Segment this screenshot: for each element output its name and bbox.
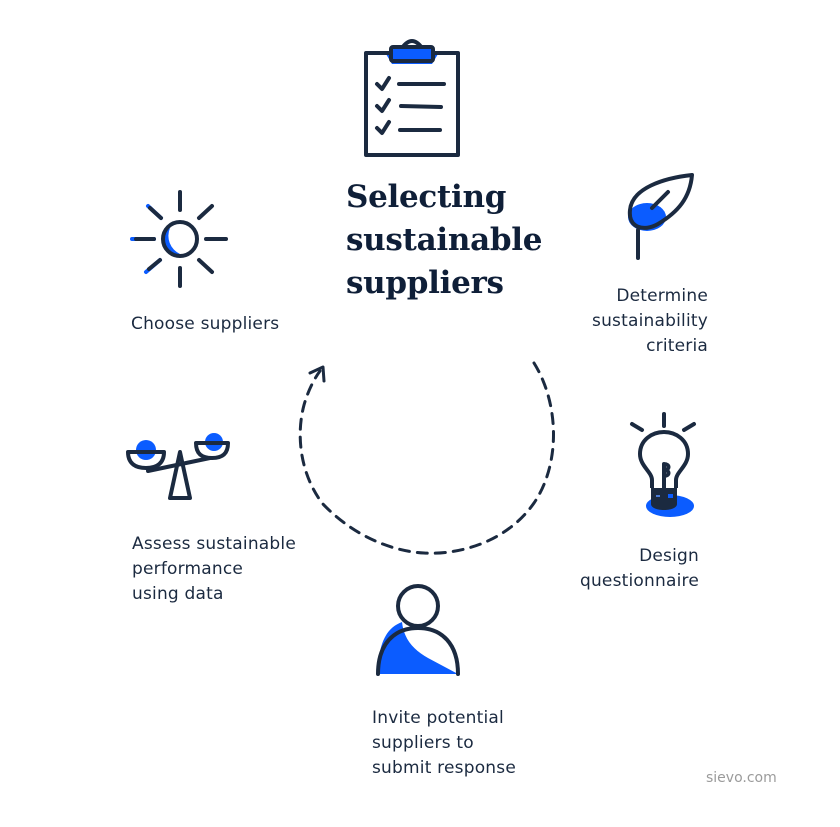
title-line: Selecting xyxy=(346,179,507,215)
step-label: sustainability xyxy=(592,311,708,331)
step-determine-criteria: Determine sustainability criteria xyxy=(560,284,708,359)
clipboard-checklist-icon xyxy=(364,39,460,157)
step-label: Assess sustainable xyxy=(132,534,296,554)
step-design-questionnaire: Design questionnaire xyxy=(540,544,699,594)
step-label: Choose suppliers xyxy=(131,314,280,334)
step-label: suppliers to xyxy=(372,733,474,753)
step-label: Invite potential xyxy=(372,708,504,728)
step-label: Determine xyxy=(616,286,708,306)
cycle-arrow-icon xyxy=(298,361,555,555)
step-label: performance xyxy=(132,559,244,579)
step-label: questionnaire xyxy=(579,571,699,591)
page-title: Selecting sustainable suppliers xyxy=(346,176,542,305)
title-line: sustainable xyxy=(346,222,543,258)
step-label: using data xyxy=(132,584,224,604)
step-label: criteria xyxy=(646,336,708,356)
leaf-icon xyxy=(627,173,694,260)
step-label: submit response xyxy=(372,758,516,778)
title-line: suppliers xyxy=(346,265,504,301)
lightbulb-icon xyxy=(630,412,696,517)
footer-brand: sievo.com xyxy=(706,770,777,786)
sun-icon xyxy=(130,190,228,288)
scale-icon xyxy=(126,433,230,500)
step-assess-performance: Assess sustainable performance using dat… xyxy=(132,532,296,607)
step-choose-suppliers: Choose suppliers xyxy=(131,312,279,337)
person-icon xyxy=(376,584,460,676)
step-invite-suppliers: Invite potential suppliers to submit res… xyxy=(372,706,516,781)
step-label: Design xyxy=(639,546,699,566)
